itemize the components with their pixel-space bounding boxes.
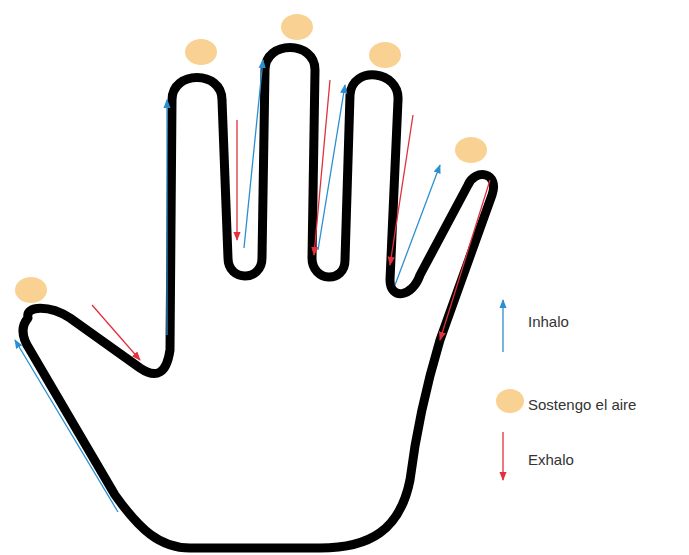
hold-dot [281,14,313,40]
hand-outline [23,48,494,549]
hold-dot [455,137,487,163]
hold-dot [185,39,217,65]
legend-swatches [496,389,524,413]
fingertip-dots [15,14,487,303]
exhale-arrow [92,305,140,360]
hold-dot [15,277,47,303]
legend-label: Sostengo el aire [528,395,636,415]
inhale-arrow [244,60,263,248]
legend-inhale-sample [502,300,503,352]
hold-dot [369,42,401,68]
exhale-arrows [92,80,503,480]
inhale-arrow [166,100,167,335]
exhale-arrow [390,115,413,265]
exhale-arrow [314,80,330,255]
legend-label: Inhalo [528,312,569,332]
legend-label: Exhalo [528,450,574,470]
legend-exhale-sample [502,432,503,480]
legend-swatch [496,389,524,413]
exhale-arrow [440,180,490,340]
exhale-arrow [236,120,237,240]
inhale-arrow [15,340,118,512]
inhale-arrow [395,165,440,285]
inhale-arrows [15,60,503,512]
